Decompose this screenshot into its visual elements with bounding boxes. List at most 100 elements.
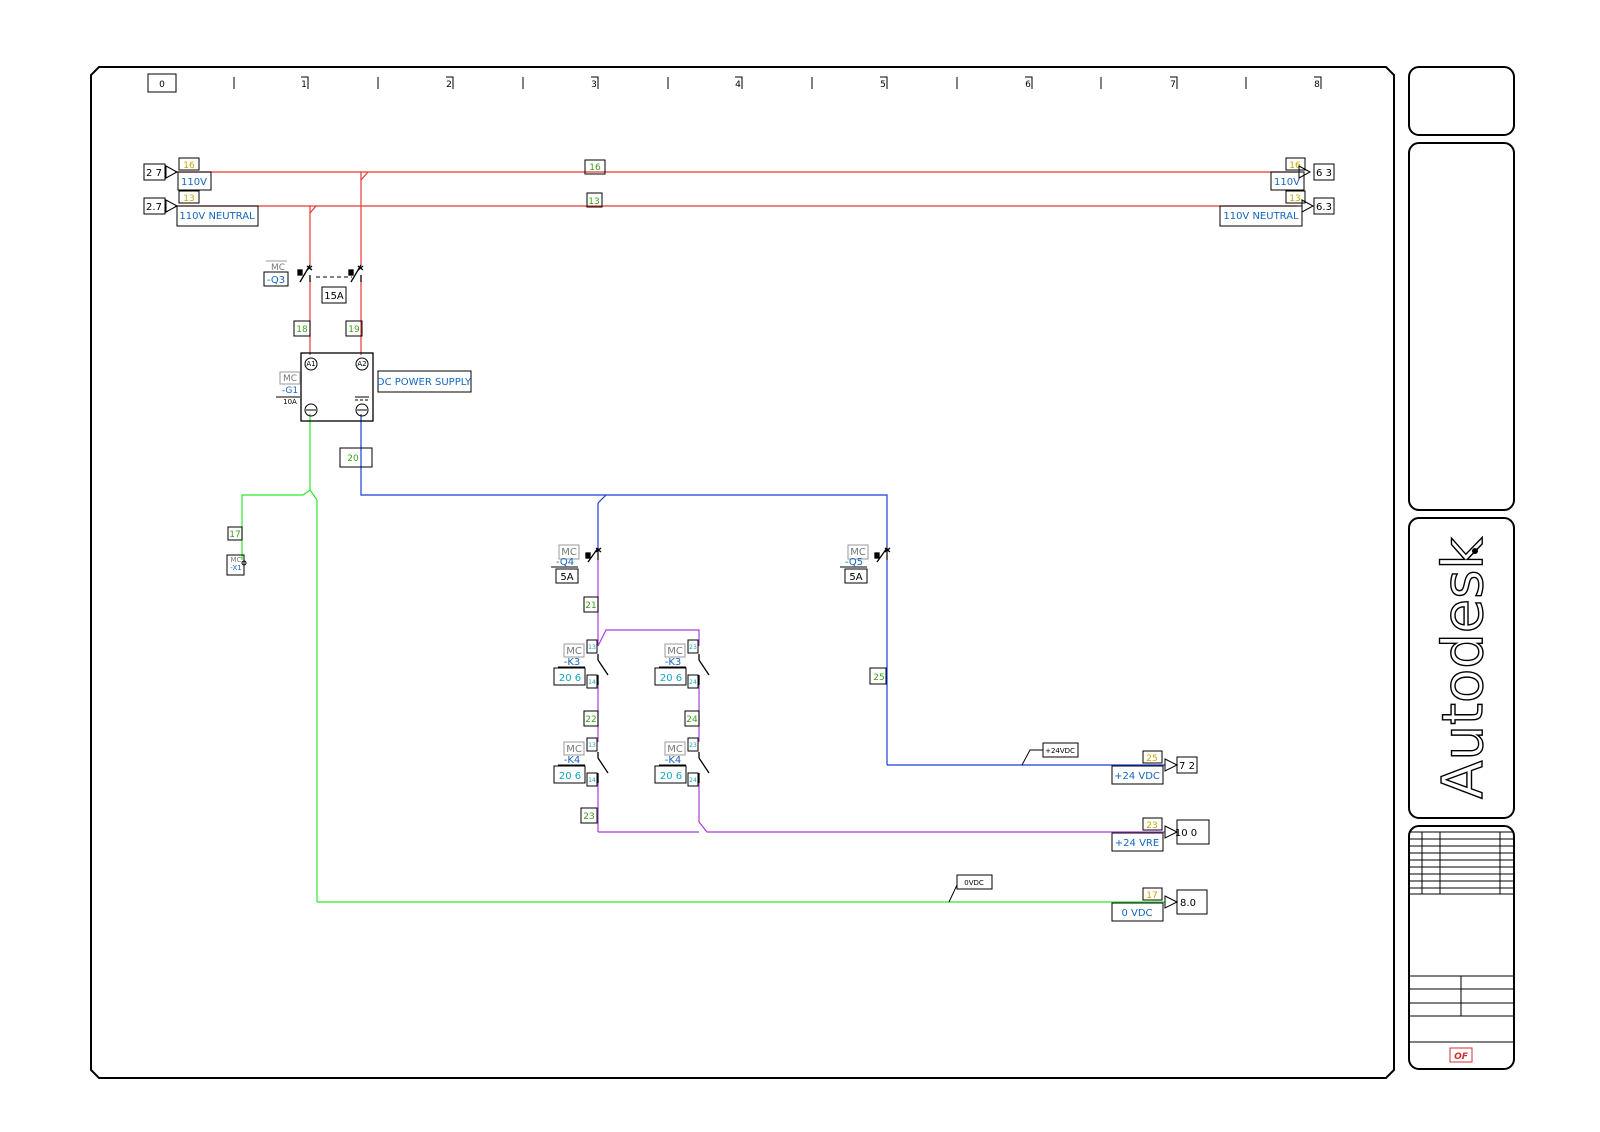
psu-mc: MC bbox=[283, 374, 297, 384]
dest-110v: 16 110V 6 3 bbox=[1270, 157, 1335, 191]
output-24vdc-wire: 25 bbox=[1146, 754, 1157, 764]
terminal-x1: 17 MC -X1 bbox=[226, 526, 247, 576]
contact-pin-top: 23 bbox=[689, 644, 697, 651]
title-block-grid bbox=[1409, 831, 1514, 1043]
wire-number-25: 25 bbox=[873, 673, 884, 683]
contact-tag: -K3 bbox=[665, 657, 682, 668]
breaker-q4-tag: -Q4 bbox=[556, 557, 574, 568]
breaker-q5-mc: MC bbox=[850, 547, 866, 558]
contact-pin-bottom: 24 bbox=[689, 777, 697, 784]
contact-pin-top: 13 bbox=[588, 742, 596, 749]
breaker-q3-tag: -Q3 bbox=[267, 275, 285, 286]
wire-24vref bbox=[597, 560, 1165, 833]
psu-label: DC POWER SUPPLY bbox=[377, 377, 472, 388]
source-110v: 2 7 16 110V bbox=[143, 157, 212, 191]
breaker-q5-rating: 5A bbox=[849, 572, 862, 583]
terminal-x1-tag: -X1 bbox=[230, 564, 241, 572]
column-ruler: 0 1 2 3 4 5 6 7 8 bbox=[147, 73, 1322, 93]
wire-number-16-right: 16 bbox=[1289, 161, 1301, 171]
signal-name-neutral-right: 110V NEUTRAL bbox=[1223, 211, 1299, 222]
psu-terminal-a2: A2 bbox=[357, 360, 366, 368]
source-neutral-ref: 2.7 bbox=[146, 202, 162, 213]
ruler-0: 0 bbox=[159, 80, 165, 90]
output-24vdc-tag: +24VDC bbox=[1045, 747, 1075, 755]
source-neutral: 2.7 13 110V NEUTRAL bbox=[143, 190, 259, 227]
contact-ref: 20 6 bbox=[559, 771, 581, 782]
wire-number-21: 21 bbox=[585, 601, 596, 611]
contact-ref: 20 6 bbox=[660, 673, 682, 684]
contact-k4-23: MC -K4 20 6 23 24 bbox=[654, 737, 710, 787]
breaker-q3-rating: 15A bbox=[324, 291, 344, 302]
contact-pin-top: 23 bbox=[689, 742, 697, 749]
ruler-4: 4 bbox=[735, 80, 741, 90]
contact-tag: -K3 bbox=[564, 657, 581, 668]
breaker-q5: MC -Q5 5A bbox=[840, 544, 891, 584]
output-0vdc-wire: 17 bbox=[1146, 891, 1157, 901]
wire-number-16-mid: 16 bbox=[589, 163, 601, 173]
wire-110v bbox=[175, 171, 1297, 355]
psu-tag: -G1 bbox=[282, 386, 298, 396]
wire-number-20: 20 bbox=[347, 454, 359, 464]
ruler-6: 6 bbox=[1025, 80, 1031, 90]
wire-number-18: 18 bbox=[296, 325, 308, 335]
wire-number-13-right: 13 bbox=[1289, 194, 1300, 204]
contact-mc: MC bbox=[566, 646, 582, 657]
output-0vdc-name: 0 VDC bbox=[1121, 908, 1152, 919]
dc-power-supply: A1 A2 MC -G1 10A DC POWER SUPPLY bbox=[276, 352, 472, 422]
wire-number-23: 23 bbox=[583, 812, 594, 822]
breaker-q3-mc: MC bbox=[271, 263, 285, 273]
breaker-q5-tag: -Q5 bbox=[845, 557, 863, 568]
contact-mc: MC bbox=[566, 744, 582, 755]
contact-k3-23: MC -K3 20 6 23 24 bbox=[654, 639, 710, 689]
breaker-q3: MC -Q3 15A bbox=[263, 260, 364, 304]
wire-number-16-left: 16 bbox=[183, 161, 195, 171]
ruler-1: 1 bbox=[301, 80, 307, 90]
breaker-q4-rating: 5A bbox=[560, 572, 573, 583]
contact-pin-bottom: 14 bbox=[588, 679, 596, 686]
ruler-5: 5 bbox=[880, 80, 886, 90]
output-24vdc: +24VDC 25 +24 VDC 7 2 bbox=[1021, 742, 1198, 785]
wire-number-22: 22 bbox=[585, 715, 596, 725]
output-24vdc-ref: 7 2 bbox=[1179, 761, 1195, 772]
contact-pin-bottom: 14 bbox=[588, 777, 596, 784]
contact-pin-bottom: 24 bbox=[689, 679, 697, 686]
dest-neutral-ref: 6.3 bbox=[1316, 202, 1332, 213]
ruler-2: 2 bbox=[446, 80, 452, 90]
brand-logo: Autodesk bbox=[1431, 537, 1496, 799]
contact-pin-top: 13 bbox=[588, 644, 596, 651]
psu-rating: 10A bbox=[283, 398, 297, 406]
wire-number-13-mid: 13 bbox=[588, 197, 599, 207]
output-24vref-name: +24 VRE bbox=[1115, 838, 1159, 849]
output-24vref-ref: 10 0 bbox=[1175, 828, 1197, 839]
contact-k4-13: MC -K4 20 6 13 14 bbox=[553, 737, 609, 787]
output-24vref-wire: 23 bbox=[1146, 821, 1157, 831]
contact-mc: MC bbox=[667, 646, 683, 657]
dest-110v-ref: 6 3 bbox=[1316, 168, 1332, 179]
wire-0vdc bbox=[241, 414, 1165, 903]
ruler-3: 3 bbox=[591, 80, 597, 90]
contact-tag: -K4 bbox=[564, 755, 581, 766]
source-110v-ref: 2 7 bbox=[146, 168, 162, 179]
contact-mc: MC bbox=[667, 744, 683, 755]
wire-number-19: 19 bbox=[348, 325, 360, 335]
dest-neutral: 13 110V NEUTRAL 6.3 bbox=[1219, 190, 1335, 227]
output-24vdc-name: +24 VDC bbox=[1114, 771, 1160, 782]
wire-number-13-left: 13 bbox=[183, 194, 194, 204]
output-0vdc-ref: 8.0 bbox=[1180, 898, 1196, 909]
contact-ref: 20 6 bbox=[559, 673, 581, 684]
ruler-7: 7 bbox=[1170, 80, 1176, 90]
breaker-q4: MC -Q4 5A bbox=[551, 544, 602, 584]
psu-terminal-a1: A1 bbox=[306, 360, 315, 368]
breaker-q4-mc: MC bbox=[561, 547, 577, 558]
contact-ref: 20 6 bbox=[660, 771, 682, 782]
drawing-frame bbox=[90, 66, 1395, 1079]
signal-name-110v-left: 110V bbox=[181, 177, 207, 188]
output-24vref: 23 +24 VRE 10 0 bbox=[1111, 817, 1210, 852]
output-0vdc: 0VDC 17 0 VDC 8.0 bbox=[948, 874, 1208, 922]
wire-24vdc bbox=[360, 414, 1165, 766]
terminal-x1-mc: MC bbox=[231, 556, 242, 564]
contact-tag: -K4 bbox=[665, 755, 682, 766]
contact-k3-13: MC -K3 20 6 13 14 bbox=[553, 639, 609, 689]
wire-number-24: 24 bbox=[686, 715, 698, 725]
